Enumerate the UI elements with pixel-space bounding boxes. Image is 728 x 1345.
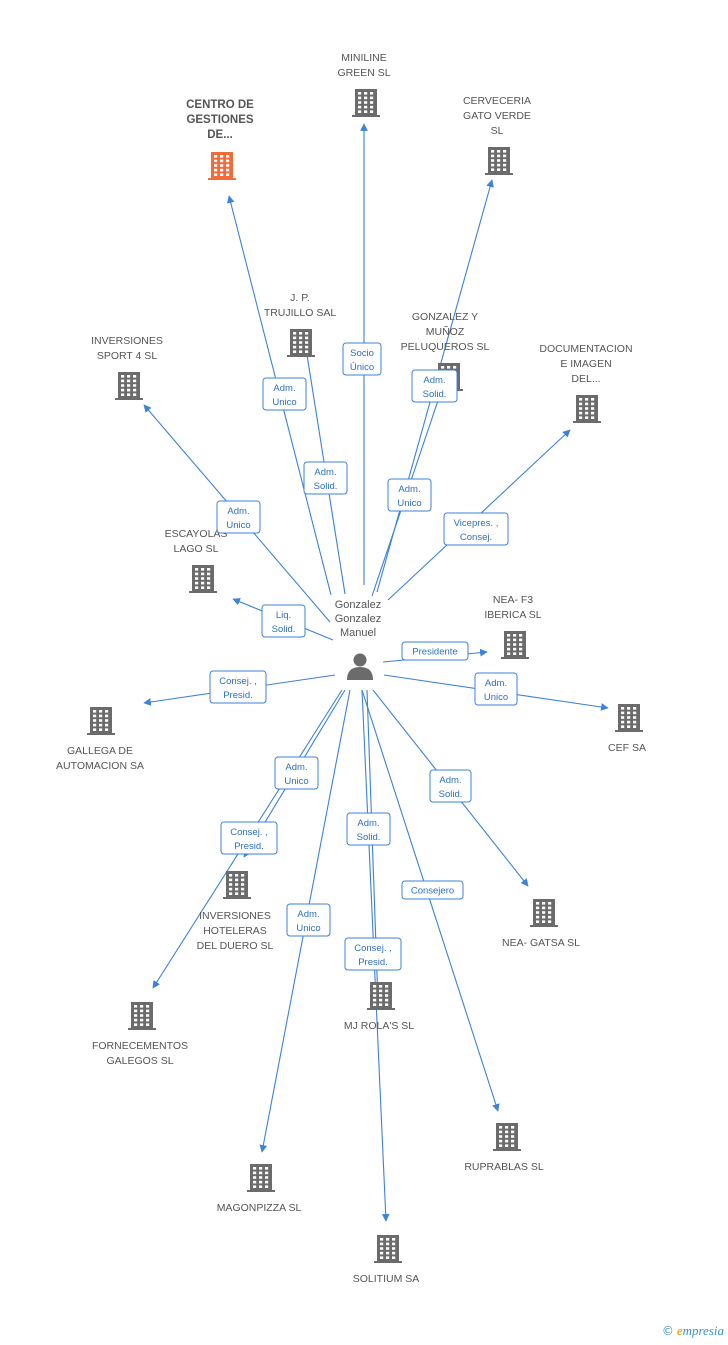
building-icon-nea-f3-iberica[interactable] <box>501 631 529 659</box>
role-badge-magonpizza[interactable]: Adm.Unico <box>286 903 331 937</box>
role-badge-centro-gestiones[interactable]: Adm.Unico <box>262 377 307 411</box>
svg-text:Consejero: Consejero <box>411 886 454 897</box>
svg-text:Adm.Unico: Adm.Unico <box>272 383 296 408</box>
building-icon-cerveceria-gato-verde[interactable] <box>485 147 513 175</box>
svg-text:Consej. ,Presid.: Consej. ,Presid. <box>230 827 268 852</box>
svg-text:Adm.Solid.: Adm.Solid. <box>357 818 381 843</box>
company-label-jp-trujillo[interactable]: J. P.TRUJILLO SAL <box>264 292 337 319</box>
svg-text:Adm.Solid.: Adm.Solid. <box>439 775 463 800</box>
role-badge-nea-gatsa[interactable]: Adm.Solid. <box>429 769 472 803</box>
building-icon-nea-gatsa[interactable] <box>530 899 558 927</box>
building-icon-inversiones-hoteleras[interactable] <box>223 871 251 899</box>
svg-text:Adm.Unico: Adm.Unico <box>397 484 421 509</box>
building-icon-solitium[interactable] <box>374 1235 402 1263</box>
svg-text:Presidente: Presidente <box>412 647 457 658</box>
building-icon-centro-gestiones[interactable] <box>208 152 236 180</box>
role-badge-jp-trujillo[interactable]: Adm.Solid. <box>303 461 348 495</box>
company-label-ruprablas[interactable]: RUPRABLAS SL <box>464 1161 544 1173</box>
svg-text:Consej. ,Presid.: Consej. ,Presid. <box>219 676 257 701</box>
svg-text:Vicepres. ,Consej.: Vicepres. ,Consej. <box>454 518 499 543</box>
svg-text:Adm.Unico: Adm.Unico <box>484 678 508 703</box>
building-icon-inversiones-sport[interactable] <box>115 372 143 400</box>
role-badge-cef[interactable]: Adm.Unico <box>474 672 518 706</box>
role-badge-inversiones-hoteleras[interactable]: Adm.Unico <box>274 756 319 790</box>
building-icon-jp-trujillo[interactable] <box>287 329 315 357</box>
building-icon-cef[interactable] <box>615 704 643 732</box>
role-badge-mj-rolas[interactable]: Adm.Solid. <box>346 812 391 846</box>
svg-text:Adm.Solid.: Adm.Solid. <box>423 375 447 400</box>
person-icon <box>347 653 373 680</box>
company-label-magonpizza[interactable]: MAGONPIZZA SL <box>217 1202 302 1214</box>
building-icon-miniline-green[interactable] <box>352 89 380 117</box>
edge-ruprablas <box>361 689 500 1112</box>
role-badge-gonzalez-munoz[interactable]: Adm.Solid. <box>411 369 458 403</box>
brand-initial: e <box>676 1323 683 1338</box>
role-badge-inversiones-sport[interactable]: Adm.Unico <box>216 500 261 534</box>
building-icon-mj-rolas[interactable] <box>367 982 395 1010</box>
company-label-cef[interactable]: CEF SA <box>608 742 646 754</box>
role-badge-gallega-automacion[interactable]: Consej. ,Presid. <box>209 670 267 704</box>
company-label-mj-rolas[interactable]: MJ ROLA'S SL <box>344 1020 414 1032</box>
building-icon-ruprablas[interactable] <box>493 1123 521 1151</box>
svg-text:Consej. ,Presid.: Consej. ,Presid. <box>354 943 392 968</box>
svg-text:Adm.Unico: Adm.Unico <box>226 506 250 531</box>
role-badge-solitium[interactable]: Consej. ,Presid. <box>344 937 402 971</box>
role-badge-documentacion-imagen[interactable]: Vicepres. ,Consej. <box>443 512 509 546</box>
role-badge-escayolas-lago[interactable]: Liq.Solid. <box>261 604 306 638</box>
company-label-nea-gatsa[interactable]: NEA- GATSA SL <box>502 937 580 949</box>
role-badge-cerveceria-gato-verde[interactable]: Adm.Unico <box>387 478 432 512</box>
role-badge-ruprablas[interactable]: Consejero <box>401 880 464 900</box>
copyright-icon: © <box>661 1324 674 1338</box>
svg-text:Liq.Solid.: Liq.Solid. <box>272 610 296 635</box>
svg-text:Adm.Unico: Adm.Unico <box>296 909 320 934</box>
building-icon-gallega-automacion[interactable] <box>87 707 115 735</box>
building-icon-magonpizza[interactable] <box>247 1164 275 1192</box>
building-icon-escayolas-lago[interactable] <box>189 565 217 593</box>
empresia-brand[interactable]: ©empresia <box>662 1323 724 1339</box>
brand-name: mpresia <box>682 1323 724 1338</box>
building-icon-fornecementos-galegos[interactable] <box>128 1002 156 1030</box>
svg-text:Adm.Solid.: Adm.Solid. <box>314 467 338 492</box>
svg-text:Adm.Unico: Adm.Unico <box>284 762 308 787</box>
building-icon-documentacion-imagen[interactable] <box>573 395 601 423</box>
role-badge-fornecementos-galegos[interactable]: Consej. ,Presid. <box>220 821 278 855</box>
company-label-solitium[interactable]: SOLITIUM SA <box>353 1273 420 1285</box>
role-badge-nea-f3-iberica[interactable]: Presidente <box>401 641 469 661</box>
